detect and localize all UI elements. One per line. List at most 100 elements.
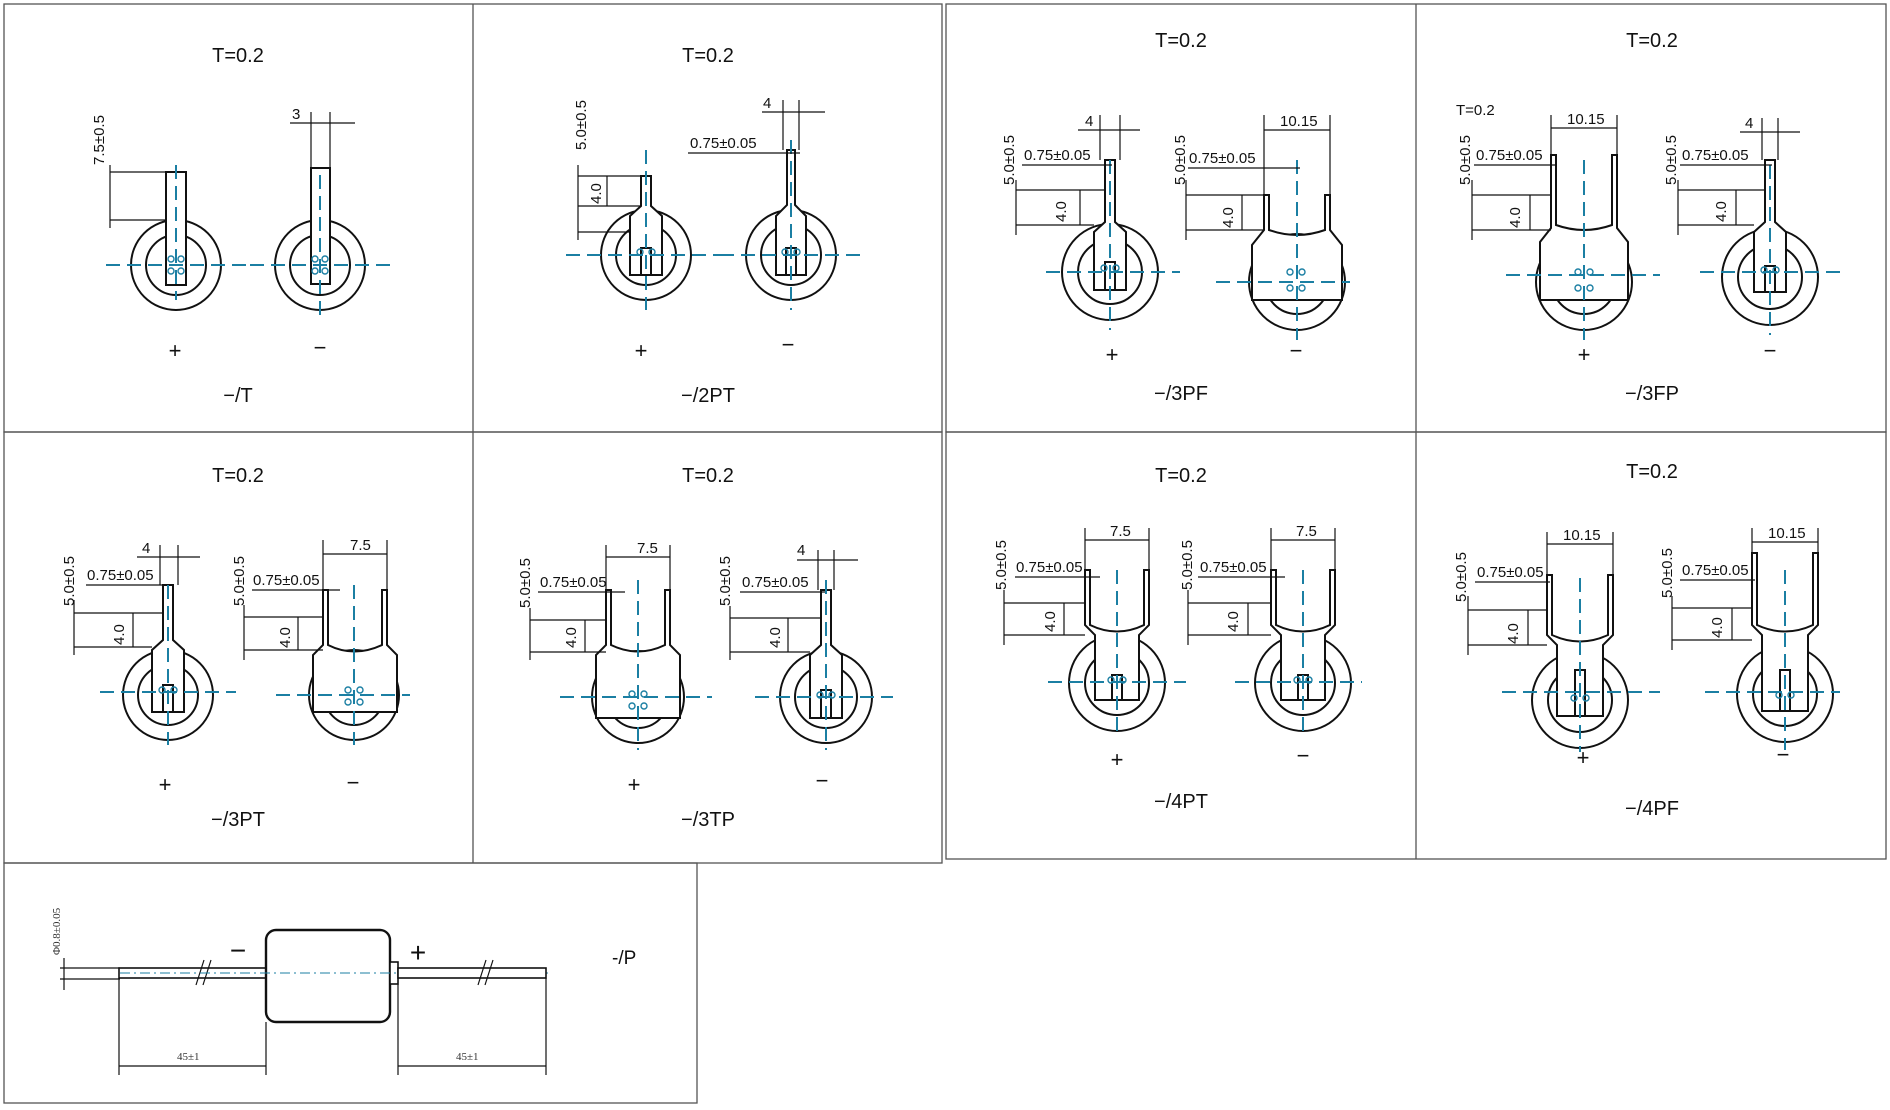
dim-h: 7.5 [637,540,658,557]
panel-t: T=0.2 7.5±0.5 3 + − −/ [91,45,390,407]
dim-a: 7.5±0.5 [91,115,108,165]
dim-f: 0.75±0.05 [1189,150,1256,167]
panel-3pt: T=0.2 5.0±0.5 4.0 0.75±0.05 4 [61,465,410,831]
panel-3fp: T=0.2 T=0.2 5.0±0.5 4.0 0.75±0.05 10.15 [1456,30,1840,405]
dim-b: 4.0 [563,627,580,648]
minus-label: − [1290,338,1303,363]
cell-minus [276,585,410,745]
minus-label: − [347,770,360,795]
dim-b: 4.0 [588,183,605,204]
plus-label: + [1578,342,1591,367]
cell-plus [566,150,726,310]
dim-a: 5.0±0.5 [1453,552,1470,602]
dim-b: 4.0 [1507,207,1524,228]
panel-4pt: T=0.2 5.0±0.5 4.0 0.75±0.05 7.5 [993,465,1362,813]
dim-h: 10.15 [1567,111,1605,128]
dim-f: 0.75±0.05 [1682,562,1749,579]
dim-g: 4.0 [1220,207,1237,228]
thickness-label: T=0.2 [1155,30,1207,52]
plus-label: + [635,338,648,363]
dim-h: 10.15 [1563,527,1601,544]
plus-label: + [410,937,426,968]
cell-minus [1235,569,1362,735]
dim-g: 4.0 [1225,611,1242,632]
minus-label: − [816,768,829,793]
dim-a: 5.0±0.5 [61,556,78,606]
plus-label: + [1111,747,1124,772]
thickness-label: T=0.2 [212,45,264,67]
plus-label: + [1577,745,1590,770]
cell-plus [755,580,893,750]
thickness-label: T=0.2 [1155,465,1207,487]
code-label: −/4PT [1154,791,1208,813]
dim-b: 4.0 [1505,623,1522,644]
code-label: −/3PT [211,809,265,831]
code-label: −/4PF [1625,798,1679,820]
thickness-label: T=0.2 [1626,30,1678,52]
cell-plus [1048,569,1186,735]
dim-d: 4 [142,540,150,557]
dim-h: 7.5 [1110,523,1131,540]
dim-f: 0.75±0.05 [253,572,320,589]
code-label: −/T [223,385,252,407]
dim-h2: 7.5 [1296,523,1317,540]
dim-c: 0.75±0.05 [540,574,607,591]
panel-3pf: T=0.2 5.0±0.5 4.0 0.75±0.05 4 [1001,30,1350,405]
dim-f: 0.75±0.05 [1200,559,1267,576]
dim-h: 10.15 [1280,113,1318,130]
dim-lead-left: 45±1 [177,1051,200,1063]
dim-c: 0.75±0.05 [1016,559,1083,576]
code-label: -/P [612,948,636,969]
dim-a: 5.0±0.5 [573,100,590,150]
panel-p-axial: Φ0.8±0.05 − + 45±1 45±1 -/P [51,907,636,1075]
minus-label: − [230,935,246,966]
cell-minus [560,580,712,750]
dim-a: 5.0±0.5 [993,540,1010,590]
dim-g: 4.0 [277,627,294,648]
dim-g: 4.0 [1713,201,1730,222]
dim-a: 5.0±0.5 [1457,135,1474,185]
dim-b: 3 [292,106,300,123]
cell-minus [720,140,860,310]
minus-label: − [782,332,795,357]
dim-g: 4.0 [1709,617,1726,638]
dim-d: 4 [1085,113,1093,130]
dim-h2: 10.15 [1768,525,1806,542]
thickness-label: T=0.2 [682,465,734,487]
cell-minus [1506,154,1660,340]
dim-lead-right: 45±1 [456,1051,479,1063]
plus-label: + [169,338,182,363]
dim-a: 5.0±0.5 [517,558,534,608]
code-label: −/3PF [1154,383,1208,405]
thickness-label: T=0.2 [682,45,734,67]
plus-label: + [159,772,172,797]
code-label: −/3FP [1625,383,1679,405]
thickness-label: T=0.2 [212,465,264,487]
dim-f: 0.75±0.05 [1682,147,1749,164]
plus-label: + [628,772,641,797]
dim-h: 7.5 [350,537,371,554]
dim-e: 5.0±0.5 [1179,540,1196,590]
panel-3tp: T=0.2 5.0±0.5 4.0 0.75±0.05 7.5 [517,465,893,831]
dim-e: 5.0±0.5 [1172,135,1189,185]
cell-minus [1216,160,1350,340]
cell-plus [1700,159,1840,335]
cell-plus [1502,574,1660,752]
cell-plus [106,165,246,311]
panel-2pt: T=0.2 5.0±0.5 4.0 4 0 [566,45,860,407]
dim-t: T=0.2 [1456,102,1495,119]
dim-c: 0.75±0.05 [1477,564,1544,581]
dim-b: 4.0 [1053,201,1070,222]
dim-g: 4.0 [767,627,784,648]
cell-plus [100,584,236,745]
dim-c: 0.75±0.05 [1024,147,1091,164]
plus-label: + [1106,342,1119,367]
dim-e: 5.0±0.5 [717,556,734,606]
dim-diameter: Φ0.8±0.05 [51,907,63,955]
dim-c: 0.75±0.05 [1476,147,1543,164]
dim-d: 4 [763,95,771,112]
dim-d: 4 [1745,115,1753,132]
dim-e: 5.0±0.5 [1659,548,1676,598]
dim-d: 4 [797,542,805,559]
